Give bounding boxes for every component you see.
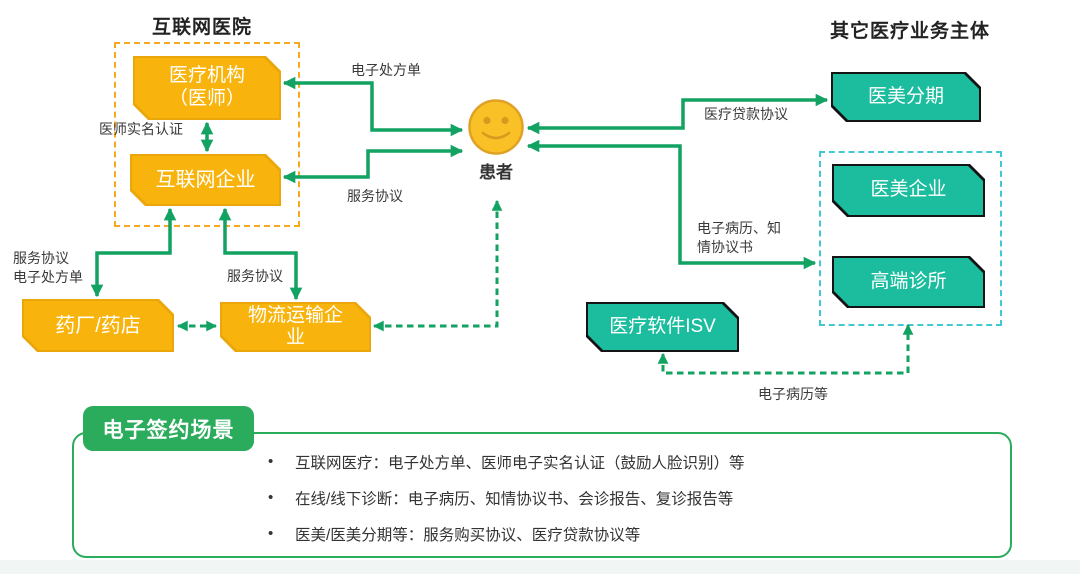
bullet-icon: •	[268, 489, 274, 506]
node-internet-company-label: 互联网企业	[155, 169, 256, 191]
connector-logistics	[218, 207, 303, 301]
node-medical-institution-label: 医疗机构 （医师）	[168, 65, 245, 109]
scenario-item-2-text: 在线/线下诊断：电子病历、知情协议书、会诊报告、复诊报告等	[295, 491, 734, 508]
edge-label-eprescription: 电子处方单	[351, 62, 421, 78]
connector-service-agreement-mid	[282, 144, 464, 184]
node-pharmacy: 药厂/药店	[22, 299, 174, 352]
bottom-strip	[0, 560, 1080, 574]
connector-emr-consent	[526, 139, 817, 270]
scenario-item-2: • 在线/线下诊断：电子病历、知情协议书、会诊报告、复诊报告等	[268, 489, 733, 511]
node-internet-company: 互联网企业	[130, 154, 281, 206]
connector-logistics-patient-dashed	[372, 199, 503, 332]
node-pharmacy-label: 药厂/药店	[55, 314, 141, 337]
bullet-icon: •	[268, 525, 274, 542]
scenario-panel	[72, 432, 1012, 558]
node-premium-clinic-label: 高端诊所	[870, 270, 947, 292]
bullet-icon: •	[268, 453, 274, 470]
connector-pharmacy	[90, 207, 177, 298]
edge-label-medical-loan: 医疗贷款协议	[704, 106, 788, 122]
other-group-title: 其它医疗业务主体	[830, 21, 991, 42]
node-medical-isv-label: 医疗软件ISV	[609, 315, 716, 337]
node-logistics-label: 物流运输企 业	[247, 305, 343, 348]
node-premium-clinic: 高端诊所	[832, 256, 985, 308]
scenario-tab-label: 电子签约场景	[102, 418, 235, 442]
edge-label-service-agreement-bottom: 服务协议	[227, 268, 283, 284]
hospital-group-title: 互联网医院	[152, 17, 253, 38]
edge-label-doctor-realname: 医师实名认证	[99, 121, 183, 137]
node-logistics: 物流运输企 业	[220, 302, 371, 352]
node-beauty-installment-label: 医美分期	[867, 85, 944, 107]
patient-face-icon	[468, 99, 524, 155]
node-beauty-company: 医美企业	[832, 164, 985, 217]
scenario-tab: 电子签约场景	[83, 406, 254, 451]
edge-label-emr-etc: 电子病历等	[758, 386, 828, 402]
connector-isv-clinic-dashed	[657, 323, 914, 375]
node-beauty-company-label: 医美企业	[870, 179, 947, 201]
node-medical-institution: 医疗机构 （医师）	[133, 56, 281, 120]
node-beauty-installment: 医美分期	[831, 72, 981, 122]
connector-medical-loan	[526, 93, 829, 135]
scenario-item-1: • 互联网医疗：电子处方单、医师电子实名认证（鼓励人脸识别）等	[268, 453, 745, 475]
scenario-item-1-text: 互联网医疗：电子处方单、医师电子实名认证（鼓励人脸识别）等	[295, 455, 745, 472]
scenario-item-3-text: 医美/医美分期等：服务购买协议、医疗贷款协议等	[295, 527, 641, 544]
edge-label-service-agreement-mid: 服务协议	[347, 188, 403, 204]
edge-label-service-agreement-prescription: 服务协议 电子处方单	[13, 250, 83, 285]
node-patient-label: 患者	[479, 163, 513, 182]
node-medical-isv: 医疗软件ISV	[586, 302, 739, 352]
edge-label-emr-consent: 电子病历、知 情协议书	[697, 220, 781, 255]
scenario-item-3: • 医美/医美分期等：服务购买协议、医疗贷款协议等	[268, 525, 640, 547]
connector-eprescription	[282, 76, 464, 137]
